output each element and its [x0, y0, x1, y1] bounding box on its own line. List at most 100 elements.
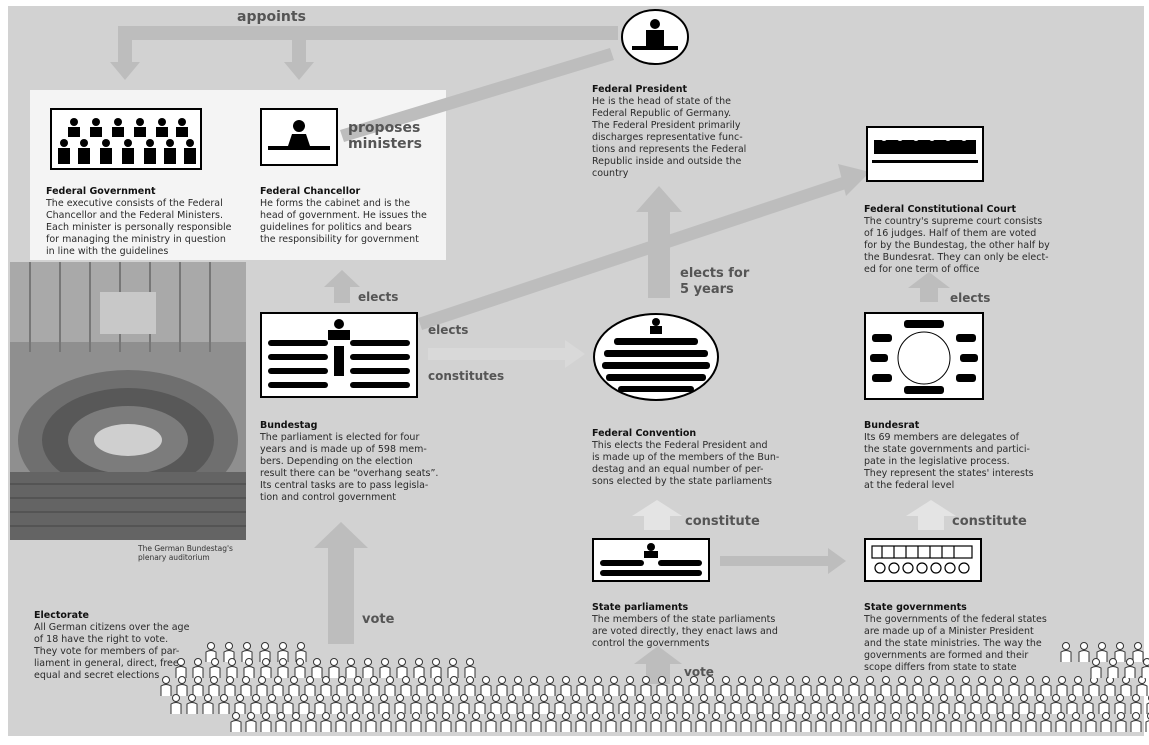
voter-figure	[245, 712, 257, 732]
voter-figure	[538, 694, 550, 714]
voter-figure	[455, 712, 467, 732]
voter-figure	[570, 694, 582, 714]
voter-figure	[875, 712, 887, 732]
voter-figure	[1085, 712, 1097, 732]
label-vote-bundestag: vote	[362, 612, 395, 627]
voter-figure	[1100, 712, 1112, 732]
voter-figure	[362, 694, 374, 714]
label-appoints: appoints	[237, 9, 306, 25]
federal-constitutional-court-text: The country's supreme court consists of …	[864, 216, 1050, 275]
federal-chancellor-text: He forms the cabinet and is the head of …	[260, 198, 427, 245]
voter-figure	[209, 658, 221, 678]
voter-figure	[1010, 712, 1022, 732]
voter-figure	[714, 694, 726, 714]
voter-figure	[680, 712, 692, 732]
federal-president-text: He is the head of state of the Federal R…	[592, 96, 747, 179]
voter-figure	[1120, 676, 1132, 696]
label-constitutes: constitutes	[428, 369, 505, 383]
photo-caption: The German Bundestag's plenary auditoriu…	[138, 544, 233, 562]
voter-figure	[410, 694, 422, 714]
voter-figure	[965, 712, 977, 732]
voter-figure	[530, 712, 542, 732]
voter-figure	[880, 676, 892, 696]
voter-figure	[1002, 694, 1014, 714]
voter-figure	[379, 658, 391, 678]
voter-figure	[544, 676, 556, 696]
state-governments-text: The governments of the federal states ar…	[864, 614, 1047, 673]
voter-figure	[470, 712, 482, 732]
elects-court-arrowhead	[838, 164, 870, 196]
voter-figure	[350, 712, 362, 732]
voter-figure	[1040, 676, 1052, 696]
voter-figure	[243, 658, 255, 678]
voter-figure	[1090, 658, 1102, 678]
voter-figure	[976, 676, 988, 696]
voter-figure	[368, 676, 380, 696]
bundestag-text: The parliament is elected for four years…	[260, 432, 439, 503]
voter-figure	[474, 694, 486, 714]
constitute-gov-stem	[918, 516, 944, 530]
voter-figure	[352, 676, 364, 696]
voter-figure	[554, 694, 566, 714]
voter-figure	[266, 694, 278, 714]
federal-president-title: Federal President	[592, 84, 687, 95]
voter-figure	[1114, 694, 1126, 714]
voter-figure	[575, 712, 587, 732]
label-elects-bundesrat: elects	[950, 291, 991, 305]
voter-figure	[330, 694, 342, 714]
vote-bundestag-shaft	[328, 548, 354, 644]
voter-figure	[986, 694, 998, 714]
voter-figure	[234, 694, 246, 714]
voter-figure	[950, 712, 962, 732]
voter-figure	[304, 676, 316, 696]
voter-figure	[704, 676, 716, 696]
voter-figure	[320, 712, 332, 732]
voter-figure	[226, 658, 238, 678]
state-governments-title: State governments	[864, 602, 967, 613]
voter-figure	[858, 694, 870, 714]
voter-figure	[992, 676, 1004, 696]
voter-figure	[545, 712, 557, 732]
voter-figure	[650, 712, 662, 732]
voter-figure	[311, 658, 323, 678]
voter-figure	[416, 676, 428, 696]
voter-figure	[290, 712, 302, 732]
voter-figure	[954, 694, 966, 714]
voter-figure	[277, 658, 289, 678]
voter-figure	[345, 658, 357, 678]
voter-figure	[336, 676, 348, 696]
elects-gov-arrowhead	[324, 270, 360, 287]
state-governments-icon	[864, 538, 982, 582]
voter-figure	[1104, 676, 1116, 696]
elects-court-stem	[920, 288, 938, 302]
elects-court-arrowhead-up	[908, 272, 950, 288]
voter-figure	[650, 694, 662, 714]
voter-figure	[1124, 658, 1136, 678]
voter-figure	[395, 712, 407, 732]
voter-figure	[720, 676, 732, 696]
vote-bundestag-arrowhead	[314, 522, 368, 548]
voter-figure	[335, 712, 347, 732]
voter-figure	[1055, 712, 1067, 732]
voter-figure	[800, 676, 812, 696]
constitute-stem	[644, 516, 670, 530]
voter-figure	[960, 676, 972, 696]
voter-figure	[240, 676, 252, 696]
voter-figure	[250, 694, 262, 714]
voter-figure	[605, 712, 617, 732]
voter-figure	[672, 676, 684, 696]
voter-figure	[362, 658, 374, 678]
voter-figure	[620, 712, 632, 732]
voter-figure	[688, 676, 700, 696]
voter-figure	[365, 712, 377, 732]
federal-president-icon	[621, 9, 689, 65]
voter-figure	[413, 658, 425, 678]
voter-figure	[464, 658, 476, 678]
voter-figure	[440, 712, 452, 732]
voter-figure	[320, 676, 332, 696]
voter-figure	[944, 676, 956, 696]
bundesrat-text: Its 69 members are delegates of the stat…	[864, 432, 1034, 491]
constitute-gov-arrowhead	[906, 500, 956, 516]
voter-figure	[282, 694, 294, 714]
